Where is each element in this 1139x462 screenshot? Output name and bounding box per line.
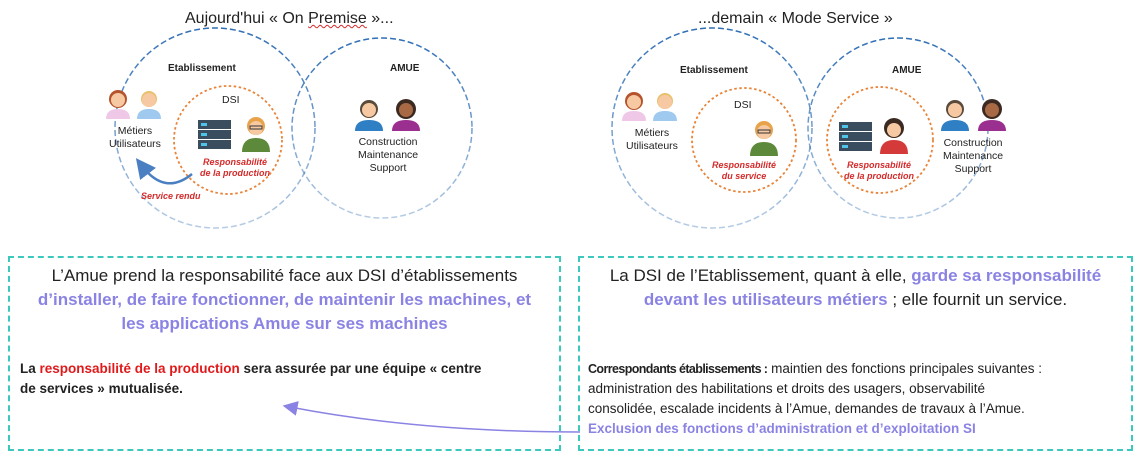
- amue-roles-left: Construction Maintenance Support: [358, 136, 418, 175]
- amue-label-left: AMUE: [390, 63, 420, 74]
- resp-service-line1: Responsabilité: [712, 160, 777, 170]
- etablissement-label-right: Etablissement: [680, 65, 748, 76]
- corr-text3: consolidée, escalade incidents à l’Amue,…: [588, 401, 1025, 416]
- left-box-line3: les applications Amue sur ses machines: [121, 314, 448, 333]
- amue-team-icon: [355, 99, 420, 131]
- metiers-line2-right: Utilisateurs: [626, 140, 678, 152]
- right-box-paragraph: Correspondants établissements : maintien…: [588, 359, 1133, 439]
- resp-service-right: Responsabilité du service: [712, 160, 776, 182]
- resp-prod-line2-right: de la production: [844, 171, 915, 181]
- resp-prod-right: Responsabilité de la production: [844, 160, 914, 182]
- dsi-circle-left: [173, 85, 283, 195]
- users-icon-right: [622, 92, 677, 121]
- right-line2-purple: devant les utilisateurs métiers: [643, 290, 888, 309]
- amue-circle-left: [291, 37, 473, 219]
- dsi-circle-right: [691, 87, 797, 193]
- left-p-mid: sera assurée par une équipe « centre: [239, 361, 482, 376]
- amue-label-right: AMUE: [892, 65, 922, 76]
- dsi-label-left: DSI: [222, 94, 240, 106]
- operator-icon: [880, 118, 908, 154]
- left-p-end: de services » mutualisée.: [20, 381, 183, 396]
- etablissement-circle-left: [114, 27, 316, 229]
- metiers-line1-right: Métiers: [634, 127, 670, 139]
- left-box-heading: L’Amue prend la responsabilité face aux …: [10, 264, 559, 336]
- metiers-label-right: Métiers Utilisateurs: [626, 127, 678, 153]
- amue-line3: Support: [369, 162, 407, 174]
- right-line1-plain: La DSI de l’Etablissement, quant à elle,: [609, 266, 912, 285]
- exclusion-text: Exclusion des fonctions d’administration…: [588, 421, 976, 436]
- left-title-prefix: Aujourd'hui « On: [185, 10, 309, 27]
- resp-line1: Responsabilité: [203, 157, 268, 167]
- etablissement-label-left: Etablissement: [168, 63, 236, 74]
- etablissement-circle-right: [611, 27, 813, 229]
- right-line1-purple: garde sa responsabilité: [911, 266, 1102, 285]
- resp-prod-line1-right: Responsabilité: [847, 160, 912, 170]
- left-title: Aujourd'hui « On Premise »...: [185, 10, 394, 28]
- amue-line1-right: Construction: [943, 137, 1003, 149]
- right-text-box: La DSI de l’Etablissement, quant à elle,…: [578, 256, 1133, 451]
- corr-label: Correspondants établissements :: [588, 362, 768, 376]
- connector-arrow: [282, 401, 581, 433]
- admin-icon: [242, 117, 270, 152]
- amue-team-icon-right: [941, 99, 1006, 131]
- server-icon: [198, 120, 231, 149]
- left-text-box: L’Amue prend la responsabilité face aux …: [8, 256, 561, 451]
- resp-line2: de la production: [200, 168, 271, 178]
- resp-prod-left: Responsabilité de la production: [200, 157, 270, 179]
- left-box-paragraph: La responsabilité de la production sera …: [20, 359, 555, 399]
- metiers-line2: Utilisateurs: [109, 138, 161, 150]
- service-arrow: [135, 158, 193, 185]
- right-title: ...demain « Mode Service »: [698, 10, 893, 27]
- metiers-label-left: Métiers Utilisateurs: [109, 125, 161, 151]
- left-title-suffix: »...: [366, 10, 394, 27]
- prod-circle-right: [826, 86, 934, 194]
- corr-text2: administration des habilitations et droi…: [588, 381, 985, 396]
- amue-line1: Construction: [358, 136, 418, 148]
- dsi-label-right: DSI: [734, 99, 752, 111]
- amue-line3-right: Support: [954, 163, 992, 175]
- amue-roles-right: Construction Maintenance Support: [943, 137, 1003, 176]
- right-line2-plain: ; elle fournit un service.: [887, 290, 1068, 309]
- admin-icon-right: [750, 121, 778, 156]
- right-box-heading: La DSI de l’Etablissement, quant à elle,…: [580, 264, 1131, 312]
- left-p-red: responsabilité de la production: [39, 361, 240, 376]
- left-title-underlined: Premise: [308, 10, 367, 27]
- metiers-line1: Métiers: [117, 125, 153, 137]
- left-p-start: La: [20, 361, 40, 376]
- users-icon: [106, 90, 161, 119]
- left-box-line1: L’Amue prend la responsabilité face aux …: [51, 266, 518, 285]
- amue-line2-right: Maintenance: [943, 150, 1004, 162]
- server-icon-right: [839, 122, 872, 151]
- service-rendu-label: Service rendu: [141, 191, 201, 201]
- resp-service-line2: du service: [721, 171, 767, 181]
- amue-line2: Maintenance: [358, 149, 419, 161]
- left-box-line2: d’installer, de faire fonctionner, de ma…: [37, 290, 532, 309]
- corr-text1: maintien des fonctions principales suiva…: [767, 361, 1043, 376]
